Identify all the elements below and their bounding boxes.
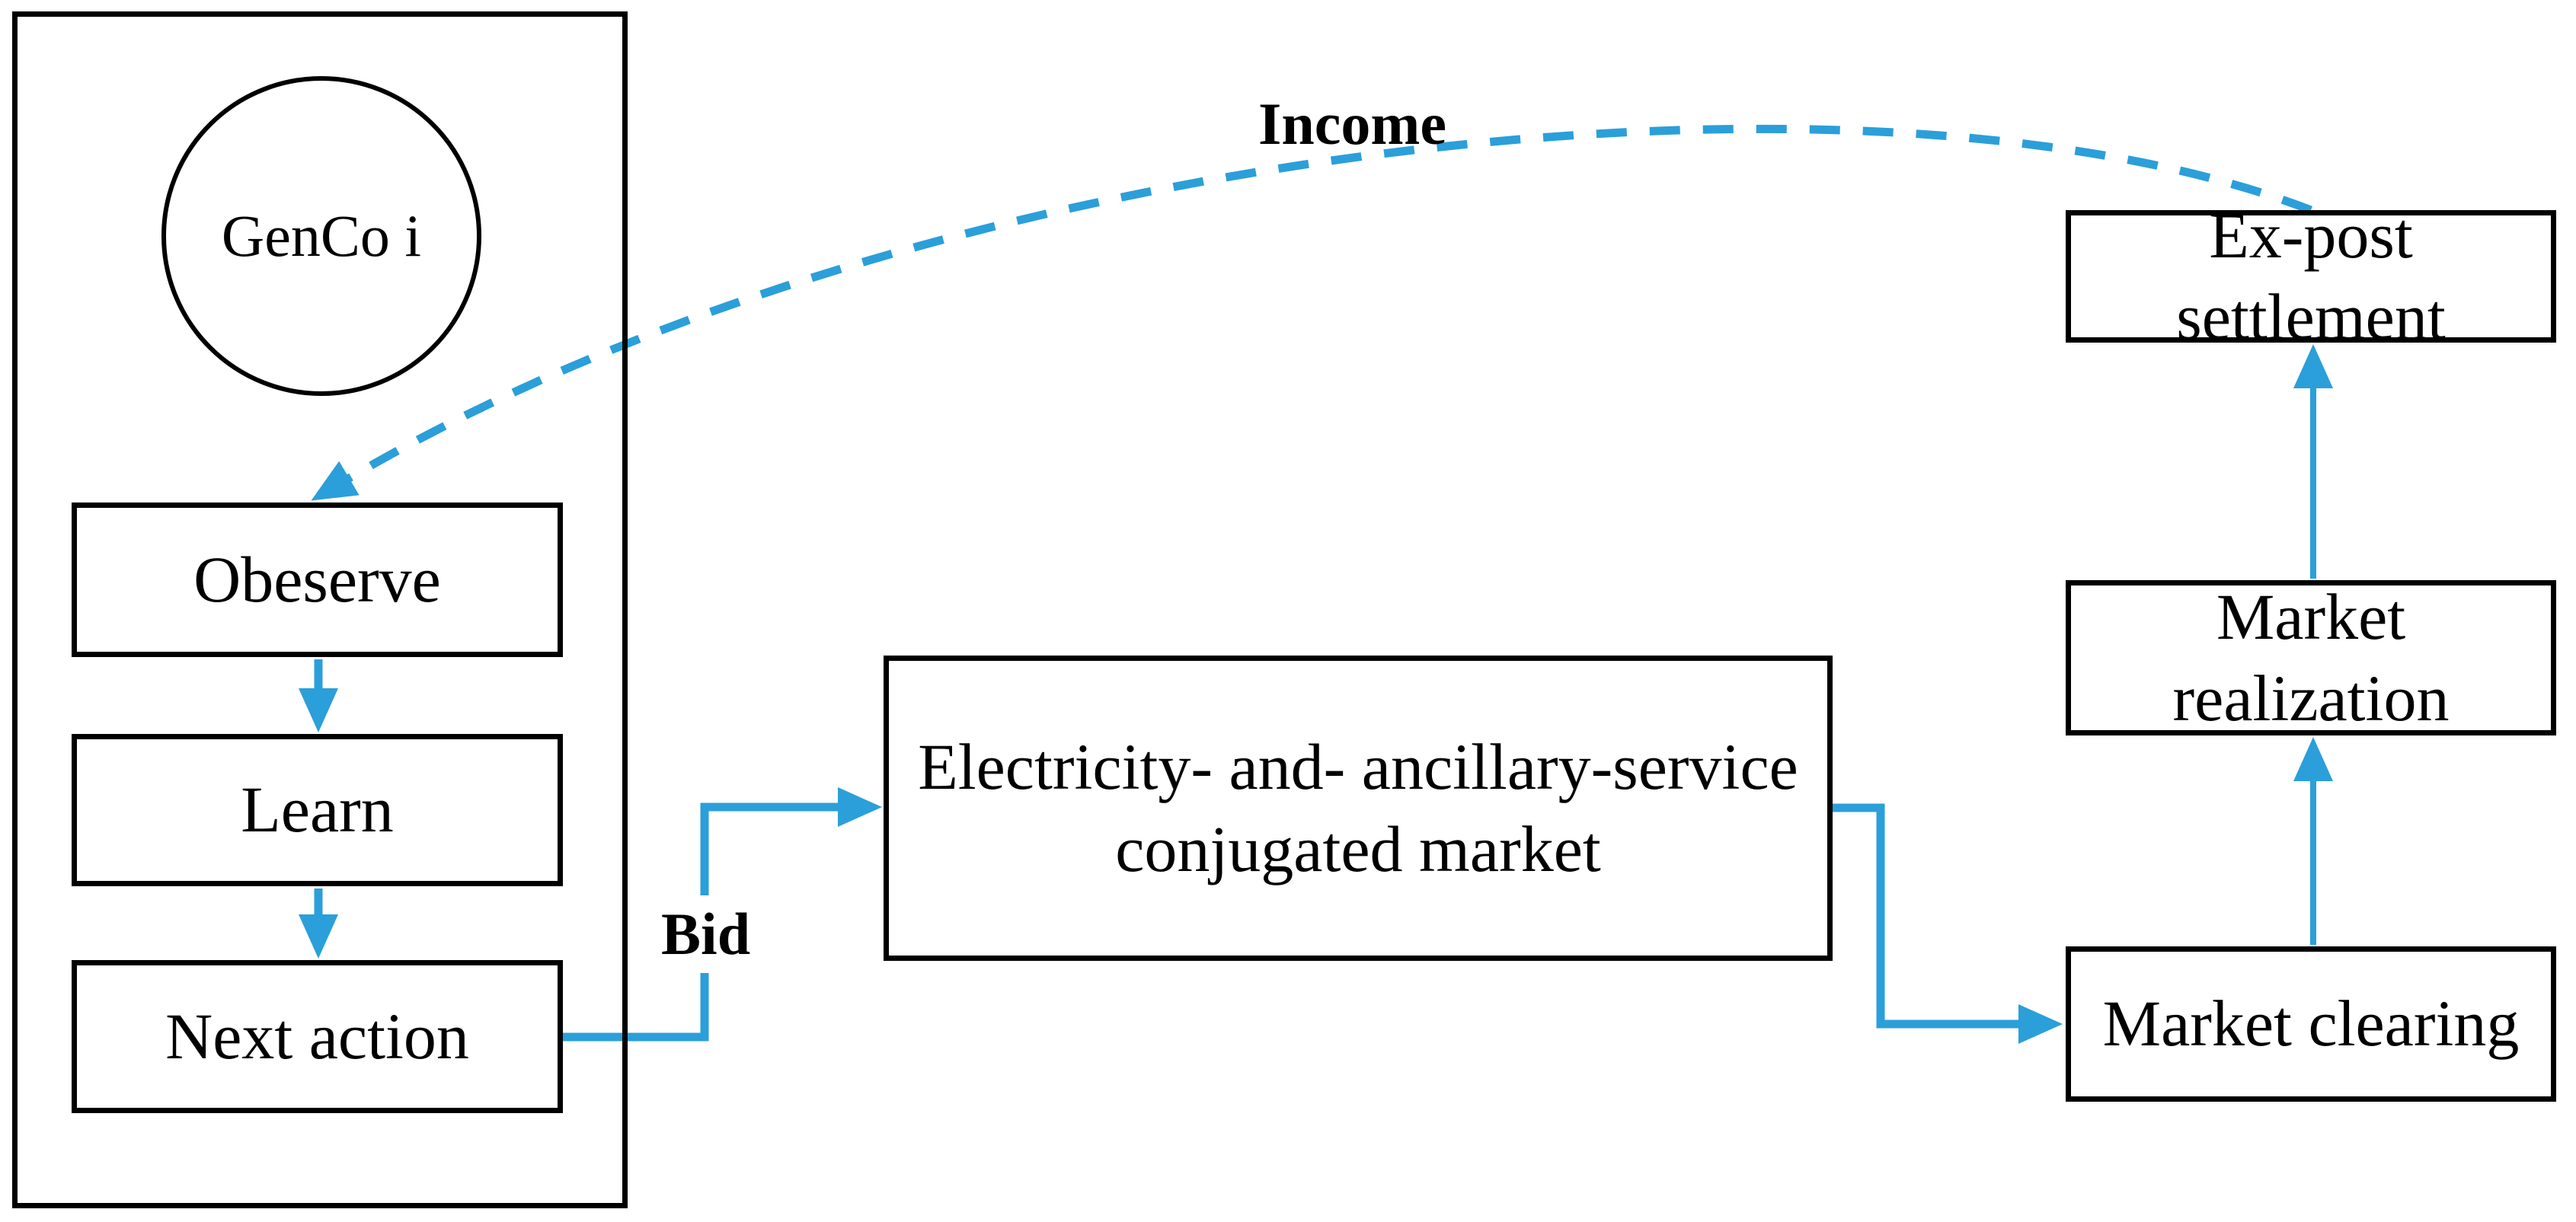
market-clearing-label: Market clearing — [2102, 987, 2520, 1061]
genco-label: GenCo i — [221, 203, 422, 269]
market-to-clearing-connector — [1833, 803, 2063, 1044]
step-next-action-label: Next action — [165, 999, 469, 1073]
market-realization-box: Market realization — [2066, 580, 2556, 735]
step-observe-box: Obeserve — [72, 503, 563, 657]
market-realization-label: Market realization — [2172, 579, 2450, 735]
expost-settlement-label: Ex-post settlement — [2176, 198, 2446, 354]
conjugated-market-label: Electricity- and- ancillary-service conj… — [918, 726, 1798, 890]
market-clearing-box: Market clearing — [2066, 946, 2556, 1102]
genco-agent-container — [12, 11, 628, 1208]
step-observe-label: Obeserve — [193, 542, 441, 616]
step-next-action-box: Next action — [72, 960, 563, 1113]
income-feedback-curve — [311, 124, 2312, 501]
expost-settlement-box: Ex-post settlement — [2066, 199, 2556, 353]
conjugated-market-label-line2: conjugated market — [1115, 812, 1601, 885]
bid-edge-label: Bid — [654, 895, 759, 973]
step-learn-box: Learn — [72, 734, 563, 886]
conjugated-market-box: Electricity- and- ancillary-service conj… — [884, 656, 1833, 961]
income-edge-label: Income — [1258, 91, 1446, 157]
step-learn-label: Learn — [241, 773, 394, 847]
conjugated-market-label-line1: Electricity- and- ancillary-service — [918, 730, 1798, 803]
genco-node: GenCo i — [161, 76, 481, 396]
